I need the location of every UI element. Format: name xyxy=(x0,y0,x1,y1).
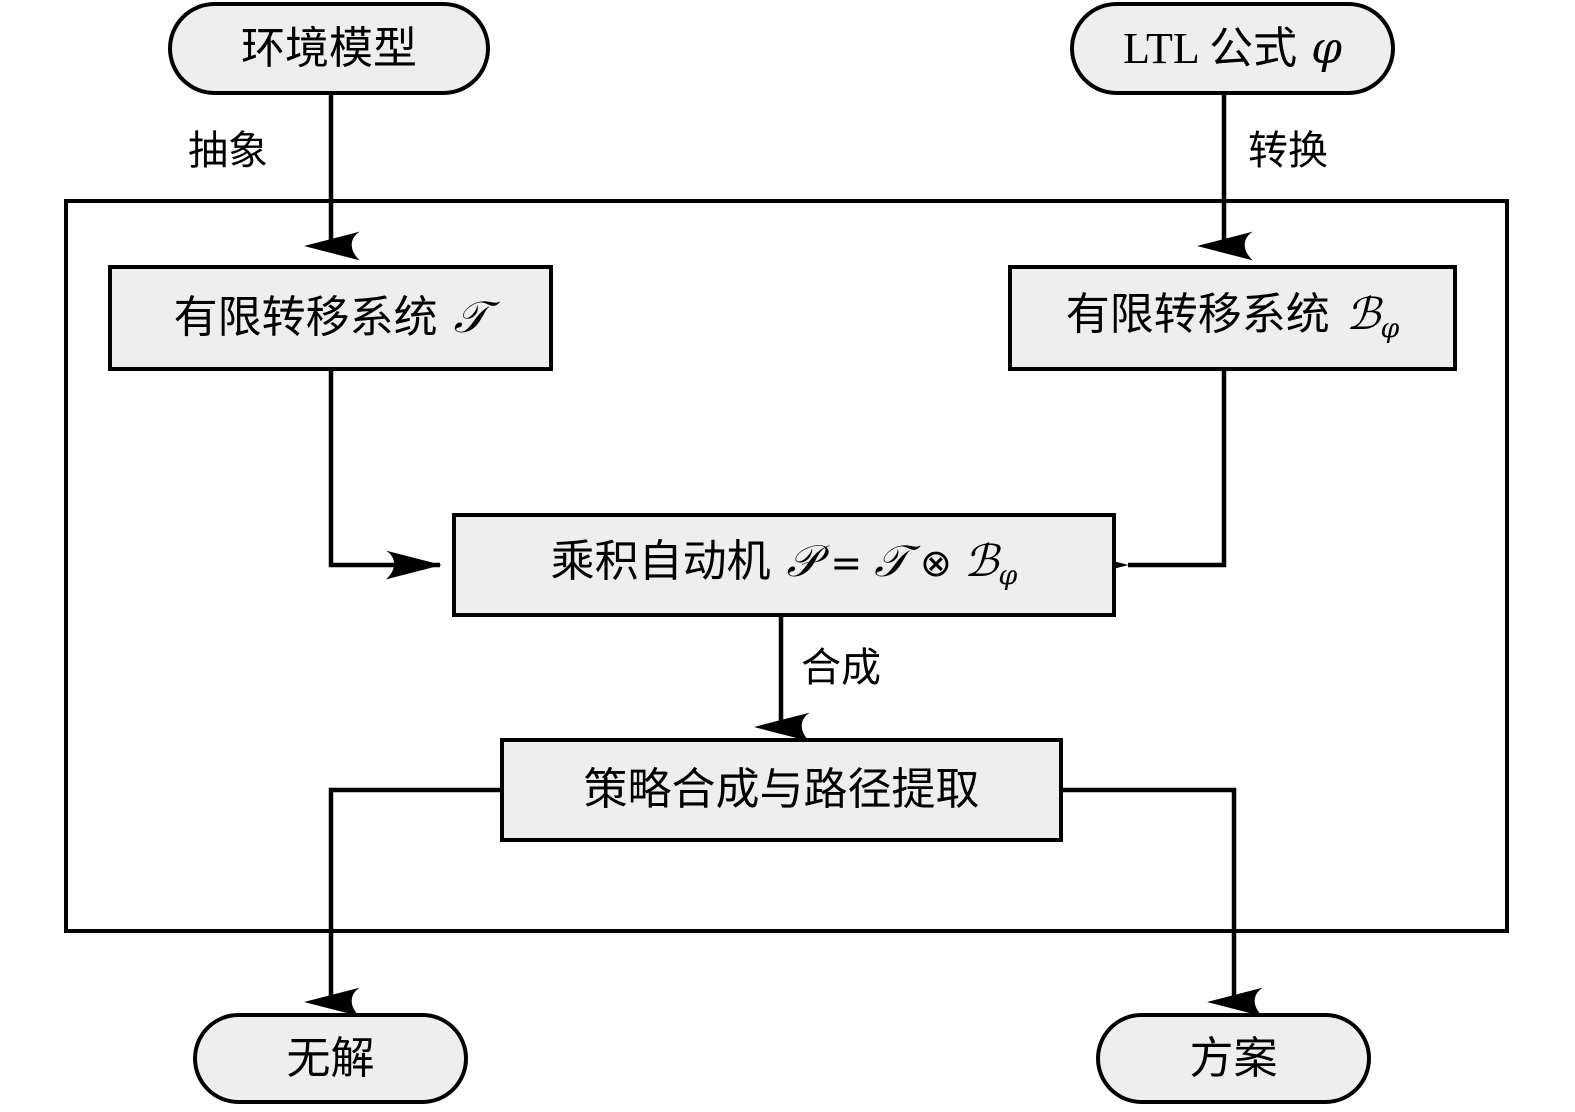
node-no-solution[interactable]: 无解 xyxy=(193,1013,468,1104)
node-env-model[interactable]: 环境模型 xyxy=(168,2,490,95)
outer-container-box xyxy=(64,199,1509,933)
node-ts-right-text: 有限转移系统 xyxy=(1065,290,1330,340)
node-ltl-formula[interactable]: LTL 公式 φ xyxy=(1070,2,1395,95)
node-product-automaton[interactable]: 乘积自动机 𝒫=𝒯⊗ℬφ xyxy=(452,513,1116,617)
node-env-model-label: 环境模型 xyxy=(241,23,417,73)
node-ts-left[interactable]: 有限转移系统 𝒯 xyxy=(108,265,553,371)
edge-strategy-to-plan xyxy=(1063,787,1263,1017)
product-symbol-b: ℬ xyxy=(963,536,999,588)
node-ts-left-text: 有限转移系统 xyxy=(173,293,438,342)
edge-strategy-to-no-solution xyxy=(304,787,500,1017)
product-equals: = xyxy=(830,541,863,586)
product-automaton-text: 乘积自动机 xyxy=(550,537,771,587)
node-ltl-formula-text: LTL 公式 xyxy=(1123,23,1298,73)
product-tensor-icon: ⊗ xyxy=(919,541,952,586)
node-plan[interactable]: 方案 xyxy=(1096,1013,1371,1104)
node-ts-right-subscript: φ xyxy=(1380,313,1400,345)
node-ltl-formula-symbol: φ xyxy=(1311,22,1342,74)
product-subscript: φ xyxy=(998,560,1018,592)
node-ts-left-symbol: 𝒯 xyxy=(453,292,488,343)
node-ts-right[interactable]: 有限转移系统 ℬφ xyxy=(1008,265,1457,371)
node-strategy-synthesis[interactable]: 策略合成与路径提取 xyxy=(500,738,1063,842)
edge-label-translation: 转换 xyxy=(1248,128,1328,173)
node-strategy-synthesis-label: 策略合成与路径提取 xyxy=(583,765,980,814)
node-no-solution-label: 无解 xyxy=(286,1033,375,1083)
node-plan-label: 方案 xyxy=(1189,1033,1278,1083)
product-symbol-p: 𝒫 xyxy=(786,536,819,588)
node-ts-right-symbol: ℬ xyxy=(1345,289,1381,341)
edge-label-abstraction: 抽象 xyxy=(188,128,268,173)
node-ltl-formula-label: LTL 公式 φ xyxy=(1123,23,1342,73)
edge-ts-to-product xyxy=(328,371,442,580)
edge-label-synthesis: 合成 xyxy=(801,645,881,690)
edge-buchi-to-product xyxy=(1072,371,1227,580)
product-symbol-t: 𝒯 xyxy=(874,536,908,588)
